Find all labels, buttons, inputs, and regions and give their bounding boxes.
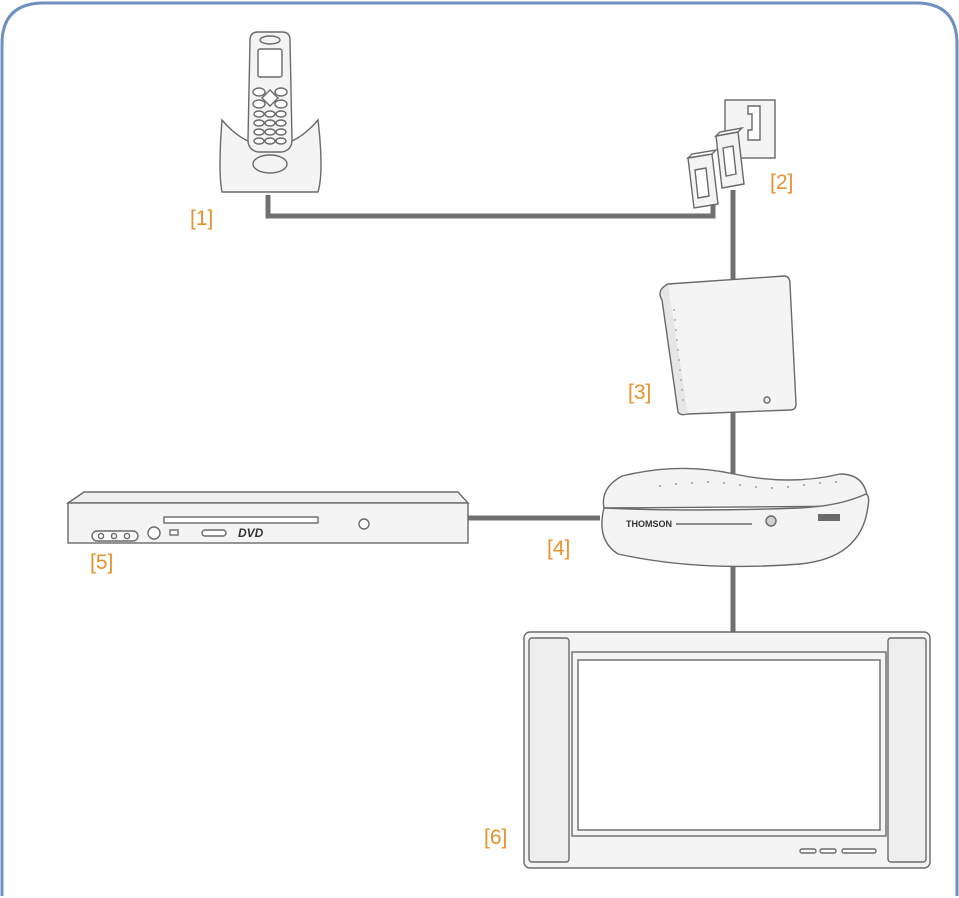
decoder-body xyxy=(601,493,870,568)
dvd-button-3 xyxy=(123,532,131,540)
tv-speaker-right xyxy=(887,637,927,863)
keypad xyxy=(252,87,288,145)
dvd-disc-slot xyxy=(163,516,319,524)
cables xyxy=(265,190,736,632)
modem-vents xyxy=(673,309,684,401)
plug-lower-slot xyxy=(694,167,710,199)
label-decoder: [4] xyxy=(547,537,571,560)
plug-lower-top xyxy=(685,148,719,160)
tv-speaker-left xyxy=(528,637,570,863)
socket-slot xyxy=(747,105,761,141)
modem-side xyxy=(659,283,689,416)
label-phone: [1] xyxy=(190,207,214,230)
label-tv: [6] xyxy=(484,826,508,849)
dvd-button-2 xyxy=(110,532,118,540)
dvd-eject xyxy=(201,529,227,537)
decoder-vents xyxy=(659,481,837,489)
dvd-top xyxy=(65,491,470,504)
dvd-brand-text: DVD xyxy=(238,526,264,540)
cable-phone-to-socket xyxy=(265,195,716,219)
tv-button-1 xyxy=(799,848,817,854)
dvd-indicator xyxy=(169,529,179,536)
earpiece xyxy=(259,35,281,45)
television-icon xyxy=(523,631,931,869)
tv-button-3 xyxy=(841,848,877,854)
wall-socket-icon xyxy=(685,99,776,209)
label-wall-socket: [2] xyxy=(770,171,794,194)
decoder-display xyxy=(818,514,840,521)
cordless-phone-icon xyxy=(219,31,322,193)
dvd-player-icon: DVD xyxy=(65,491,470,544)
tv-screen xyxy=(577,659,881,831)
plug-upper-top xyxy=(713,126,745,138)
modem-logo xyxy=(763,396,771,404)
dvd-power-knob xyxy=(358,518,370,530)
label-modem: [3] xyxy=(628,381,652,404)
modem-icon xyxy=(659,275,797,416)
dvd-button-1 xyxy=(97,532,105,540)
handset-screen xyxy=(257,48,283,78)
decoder-top xyxy=(602,467,869,509)
dvd-knob xyxy=(147,526,161,540)
decoder-brand: THOMSON xyxy=(626,519,672,529)
tv-button-2 xyxy=(819,848,837,854)
nav-pad xyxy=(261,89,279,107)
plug-upper-slot xyxy=(722,145,737,177)
decoder-button xyxy=(765,515,777,527)
decoder-icon: THOMSON xyxy=(601,467,870,568)
label-dvd-player: [5] xyxy=(90,551,114,574)
base-cradle xyxy=(252,154,288,174)
